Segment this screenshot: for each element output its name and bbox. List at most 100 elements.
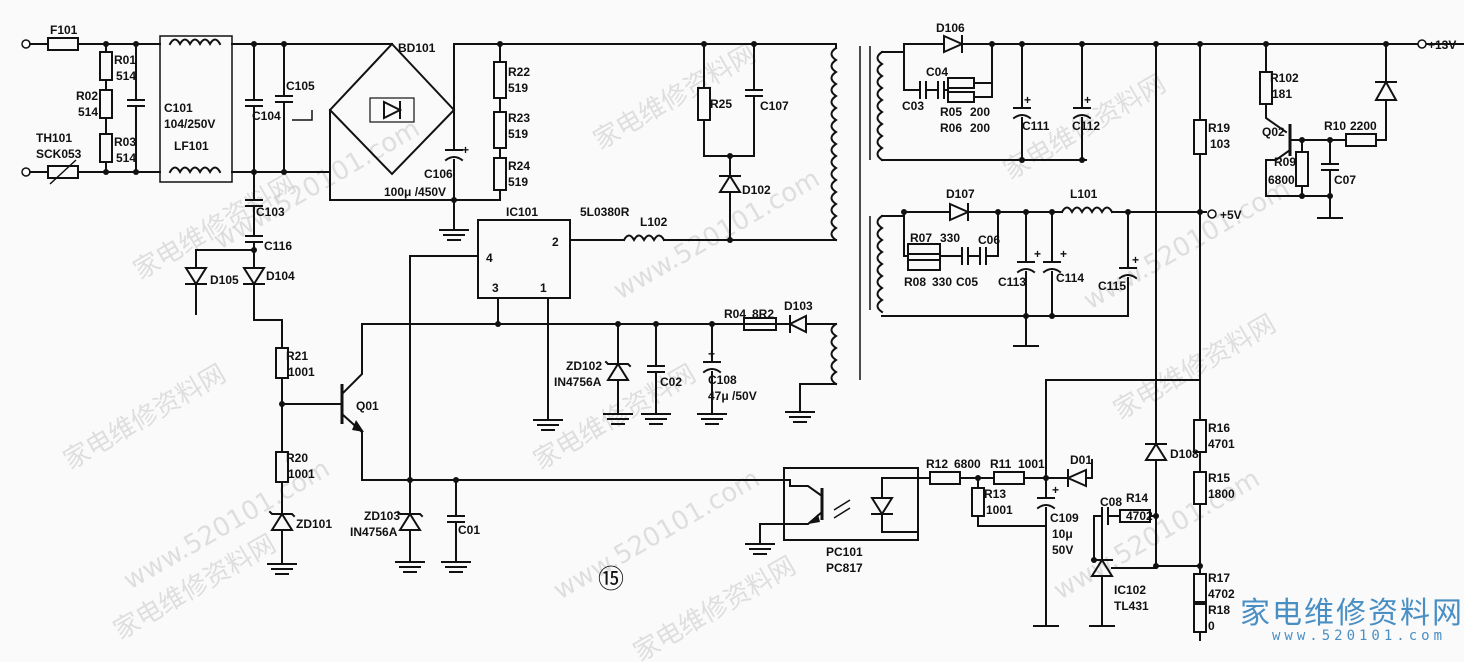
label-r08: R08: [904, 275, 926, 289]
diode-d104: [242, 267, 266, 286]
zener-zd102: [606, 362, 630, 381]
label-q02: Q02: [1262, 125, 1285, 139]
label-pc101-part: PC817: [826, 561, 863, 575]
label-q01: Q01: [356, 399, 379, 413]
label-r10-value: 2200: [1350, 119, 1377, 133]
svg-text:+: +: [708, 347, 715, 361]
resistor-r19: [1193, 119, 1207, 155]
input-section: [21, 35, 331, 349]
label-r15-value: 1800: [1208, 487, 1235, 501]
label-d107: D107: [946, 187, 975, 201]
label-r04-value: 8R2: [752, 307, 774, 321]
resistor-r18: [1193, 603, 1207, 633]
svg-text:+: +: [1132, 253, 1139, 267]
label-l102: L102: [640, 215, 668, 229]
label-r17: R17: [1208, 571, 1230, 585]
label-l101: L101: [1070, 187, 1098, 201]
label-r22: R22: [508, 65, 530, 79]
label-r11: R11: [990, 457, 1012, 471]
page-number: ⑮: [598, 565, 624, 595]
label-c04: C04: [926, 65, 948, 79]
label-d108: D108: [1170, 447, 1199, 461]
label-r23: R23: [508, 111, 530, 125]
label-c104: C104: [252, 109, 281, 123]
diode-d105: [184, 267, 208, 286]
label-r24-value: 519: [508, 175, 528, 189]
net-label-5v: +5V: [1220, 208, 1242, 222]
label-r18: R18: [1208, 603, 1230, 617]
label-r04: R04: [724, 307, 746, 321]
component-labels: F101 R01 514 R02 514 R03 514 TH101 SCK05…: [36, 21, 1377, 633]
label-r21-value: 1001: [288, 365, 315, 379]
label-r14-value: 4702: [1126, 509, 1153, 523]
label-c105: C105: [286, 79, 315, 93]
label-c109-value1: 10μ: [1052, 527, 1073, 541]
input-terminal-bottom: [21, 167, 31, 177]
resistor-r01: [99, 51, 113, 81]
label-c08: C08: [1100, 495, 1122, 509]
label-r13-value: 1001: [986, 503, 1013, 517]
label-r08-value: 330: [932, 275, 952, 289]
label-r05-value: 200: [970, 105, 990, 119]
label-ic102: IC102: [1114, 583, 1146, 597]
label-r14: R14: [1126, 491, 1148, 505]
watermark-url: www.520101.com: [1079, 174, 1296, 316]
label-d105: D105: [210, 273, 239, 287]
label-d102: D102: [742, 183, 771, 197]
label-r09: R09: [1274, 155, 1296, 169]
resistor-r11: [993, 471, 1025, 485]
transformer-aux-winding: [830, 322, 838, 386]
output-terminal-13v: [1417, 39, 1427, 49]
label-d104: D104: [266, 269, 295, 283]
label-lf101: LF101: [174, 139, 209, 153]
watermark-cn: 家电维修资料网: [629, 551, 802, 662]
diode-d103: [787, 314, 807, 334]
label-r01: R01: [114, 53, 136, 67]
svg-text:+: +: [1084, 93, 1091, 107]
inductor-l102: [622, 234, 666, 243]
inductor-l101: [1060, 206, 1114, 215]
label-c113: C113: [998, 275, 1026, 289]
label-zd101: ZD101: [296, 517, 332, 531]
label-r06: R06: [940, 121, 962, 135]
label-r07: R07: [910, 231, 932, 245]
label-ic101: IC101: [506, 205, 538, 219]
label-c108: C108: [708, 373, 737, 387]
label-r02-value: 514: [78, 105, 98, 119]
label-r01-value: 514: [116, 69, 136, 83]
label-r23-value: 519: [508, 127, 528, 141]
label-pin1: 1: [540, 281, 547, 295]
label-r10: R10: [1324, 119, 1346, 133]
transformer-secondary-13v: [876, 50, 884, 162]
svg-text:+: +: [462, 143, 469, 157]
label-th101: TH101: [36, 131, 72, 145]
label-c116: C116: [264, 239, 292, 253]
label-c112: C112: [1072, 119, 1100, 133]
label-c106: C106: [424, 167, 453, 181]
label-r102: R102: [1270, 71, 1299, 85]
label-r12: R12: [926, 457, 948, 471]
diode-d108: [1144, 442, 1168, 461]
label-c06: C06: [978, 233, 1000, 247]
label-c107: C107: [760, 99, 789, 113]
label-zd102-value: IN4756A: [554, 375, 602, 389]
zener-zd103: [398, 512, 422, 531]
optocoupler-pc101: [745, 467, 927, 555]
watermark-layer: 家电维修资料网 家电维修资料网 家电维修资料网 家电维修资料网 家电维修资料网 …: [59, 39, 1296, 662]
resistor-r08: [907, 259, 941, 271]
label-r07-value: 330: [940, 231, 960, 245]
label-r102-value: 181: [1272, 87, 1292, 101]
label-c111: C111: [1022, 119, 1050, 133]
label-r19: R19: [1208, 121, 1230, 135]
label-r25: R25: [710, 97, 732, 111]
label-bd101: BD101: [398, 41, 436, 55]
label-c101-value: 104/250V: [164, 117, 215, 131]
transformer-secondary-5v: [876, 214, 884, 314]
brand-title: 家电维修资料网: [1240, 596, 1464, 631]
label-r11-value: 1001: [1018, 457, 1045, 471]
label-r05: R05: [940, 105, 962, 119]
label-zd103: ZD103: [364, 509, 400, 523]
svg-text:+: +: [1060, 247, 1067, 261]
svg-text:+: +: [1052, 483, 1059, 497]
